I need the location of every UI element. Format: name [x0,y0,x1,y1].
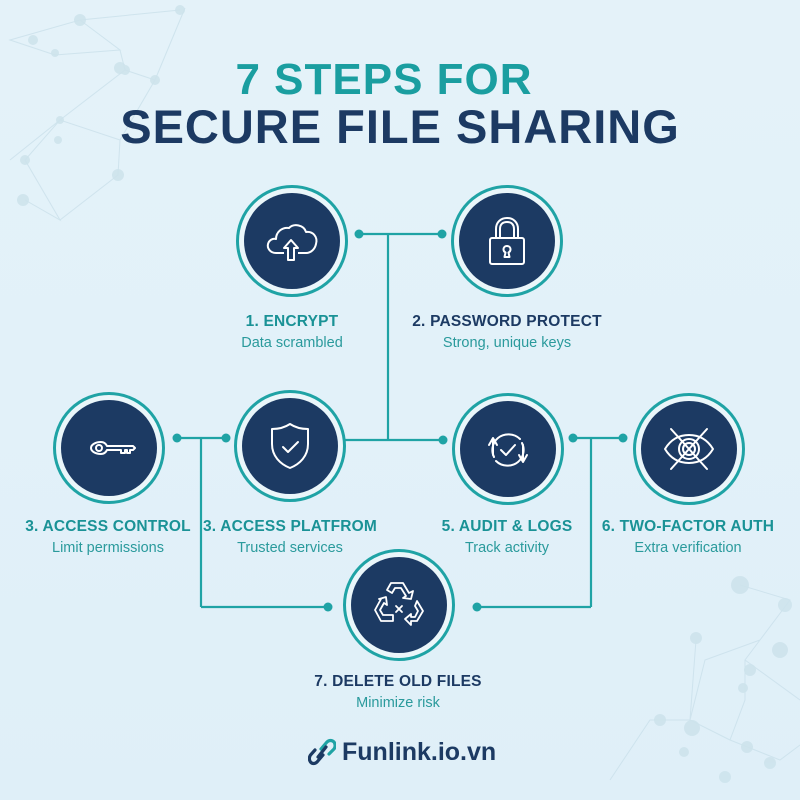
title-line-1: 7 STEPS FOR [235,55,533,104]
step-5-node [452,393,564,505]
eye-crossed-icon [664,428,714,470]
step-2-label: 2. PASSWORD PROTECT Strong, unique keys [397,313,617,353]
step-2-subtitle: Strong, unique keys [442,335,572,351]
title-line-2: SECURE FILE SHARING [120,100,680,153]
refresh-check-icon [488,433,528,467]
step-1-node [236,185,348,297]
step-1-subtitle: Data scrambled [241,335,343,351]
step-4-node [234,390,346,502]
padlock-icon [489,217,525,265]
step-6-title: 6. TWO-FACTOR AUTH [601,518,775,535]
step-4-label: 3. ACCESS PLATFROM Trusted services [180,518,400,558]
step-1-title: 1. ENCRYPT [245,313,339,330]
chain-link-icon [308,738,336,766]
step-3-subtitle: Limit permissions [52,540,164,556]
step-5-title: 5. AUDIT & LOGS [441,518,573,535]
step-6-subtitle: Extra verification [634,540,742,556]
step-7-title: 7. DELETE OLD FILES [314,673,482,690]
step-6-node [633,393,745,505]
step-3-title: 3. ACCESS CONTROL [25,518,191,535]
cloud-upload-icon [266,224,318,261]
step-5-label: 5. AUDIT & LOGS Track activity [397,518,617,558]
shield-check-icon [271,423,309,469]
step-7-node [343,549,455,661]
step-7-subtitle: Minimize risk [356,695,440,711]
step-2-title: 2. PASSWORD PROTECT [412,313,602,330]
footer-brand[interactable]: Funlink.io.vn [308,737,496,767]
step-3-label: 3. ACCESS CONTROL Limit permissions [0,518,218,558]
step-4-subtitle: Trusted services [237,540,343,556]
step-5-subtitle: Track activity [464,540,550,556]
recycle-icon [374,582,424,626]
step-2-node [451,185,563,297]
step-6-label: 6. TWO-FACTOR AUTH Extra verification [578,518,798,558]
step-4-title: 3. ACCESS PLATFROM [202,518,378,535]
step-7-label: 7. DELETE OLD FILES Minimize risk [288,673,508,713]
key-icon [90,441,136,455]
step-3-node [53,392,165,504]
brand-name: Funlink.io.vn [342,737,497,766]
step-1-label: 1. ENCRYPT Data scrambled [182,313,402,353]
